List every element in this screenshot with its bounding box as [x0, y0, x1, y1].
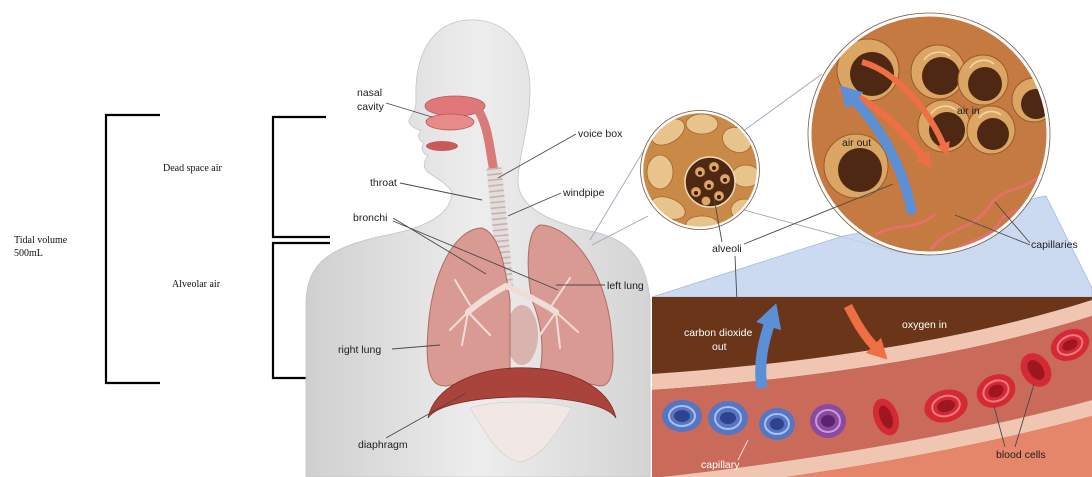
- sac-hollow: [922, 57, 960, 95]
- alveolus-dot: [702, 197, 711, 206]
- right-lung-label: right lung: [338, 344, 381, 356]
- nasal-passage-lower: [426, 114, 474, 130]
- cell-center: [821, 415, 835, 427]
- alveolus-sac: [958, 55, 1008, 105]
- cell-center: [674, 410, 690, 422]
- air-out-label: air out: [842, 137, 871, 149]
- tidal-volume-bracket: [106, 115, 160, 383]
- carbon-dioxide-label-line2: out: [712, 341, 727, 353]
- alveolar-air-label: Alveolar air: [172, 279, 221, 290]
- tidal-volume-label-line2: 500mL: [14, 248, 43, 259]
- capillary-panel: carbon dioxide out oxygen in capillary b…: [652, 297, 1092, 477]
- air-in-label: air in: [957, 105, 980, 117]
- alveolus-dot-center: [707, 184, 711, 188]
- cell-center: [720, 412, 736, 424]
- nasal-cavity-label-line2: cavity: [357, 101, 385, 113]
- heart-shape: [506, 305, 538, 365]
- alveolus-dot-center: [712, 166, 716, 170]
- alveolus-dot-center: [723, 178, 727, 182]
- blood-cell-blue: [708, 401, 748, 435]
- capillary-label: capillary: [701, 459, 740, 471]
- blood-cell-blue: [759, 408, 795, 440]
- throat-label: throat: [370, 177, 397, 189]
- mouth-cavity: [426, 141, 458, 151]
- tidal-volume-label-line1: Tidal volume: [14, 235, 68, 246]
- capillaries-label: capillaries: [1031, 239, 1078, 251]
- volume-brackets: Tidal volume 500mL Dead space air Alveol…: [14, 115, 330, 383]
- tissue-blob: [686, 114, 718, 134]
- dead-space-label: Dead space air: [163, 163, 223, 174]
- sac-hollow: [977, 118, 1009, 150]
- carbon-dioxide-label-line1: carbon dioxide: [684, 327, 752, 339]
- blood-cells-label: blood cells: [996, 449, 1046, 461]
- alveolus-dot-center: [694, 191, 698, 195]
- sac-hollow: [968, 67, 1002, 101]
- cell-center: [770, 418, 784, 430]
- alveolus-dot-center: [717, 195, 721, 199]
- sac-hollow: [838, 148, 882, 192]
- alveoli-label: alveoli: [712, 243, 742, 255]
- nasal-cavity-label-line1: nasal: [357, 87, 382, 99]
- blood-cell-purple: [810, 404, 846, 438]
- dead-space-bracket: [273, 117, 330, 237]
- alveolus-sac: [911, 45, 965, 99]
- blood-cell-blue: [662, 400, 702, 432]
- tissue-blob: [647, 155, 673, 189]
- oxygen-in-label: oxygen in: [902, 319, 947, 331]
- voice-box-label: voice box: [578, 128, 623, 140]
- windpipe-label: windpipe: [562, 187, 605, 199]
- alveolus-sac: [1012, 78, 1056, 122]
- diaphragm-label: diaphragm: [358, 439, 408, 451]
- left-lung-label: left lung: [607, 280, 644, 292]
- zoom-circle-small: [640, 110, 760, 232]
- alveolus-dot-center: [698, 171, 702, 175]
- lung-to-zoom1-line-lower: [592, 216, 648, 245]
- bronchi-label: bronchi: [353, 212, 387, 224]
